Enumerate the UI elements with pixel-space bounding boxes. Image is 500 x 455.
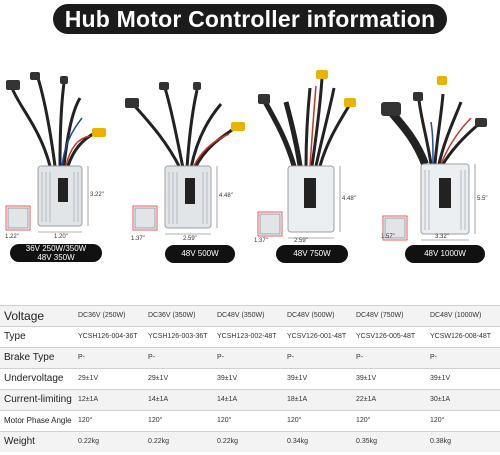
table-row: Type YCSH126-004-36T YCSH126-003-36T YCS… — [0, 326, 500, 347]
product-card: 4.48" 2.59" 1.37" 48V 500W — [125, 38, 250, 268]
table-cell: 29±1V — [78, 375, 99, 382]
row-label: Brake Type — [4, 352, 55, 363]
table-row: Weight 0.22kg 0.22kg 0.22kg 0.34kg 0.35k… — [0, 431, 500, 452]
table-cell: YCSH126-003-36T — [148, 333, 208, 340]
table-row: Voltage DC36V (250W) DC36V (350W) DC48V … — [0, 305, 500, 326]
width-dimension: 3.32" — [435, 234, 449, 240]
table-cell: 22±1A — [356, 396, 377, 403]
height-dimension: 4.48" — [342, 196, 356, 202]
row-label: Undervoltage — [4, 373, 64, 384]
table-cell: P- — [287, 354, 294, 361]
product-label-line1: 36V 250W/350W — [25, 244, 87, 253]
width-dimension: 1.20" — [54, 234, 68, 240]
table-cell: 120° — [287, 417, 302, 424]
table-cell: 120° — [148, 417, 163, 424]
row-label: Motor Phase Angle — [4, 416, 72, 425]
table-cell: P- — [78, 354, 85, 361]
row-label: Voltage — [4, 309, 45, 323]
table-cell: YCSH123-002-48T — [217, 333, 277, 340]
product-card: 4.48" 2.59" 1.37" 48V 750W — [250, 38, 375, 268]
table-cell: 18±1A — [287, 396, 308, 403]
depth-dimension: 1.37" — [254, 238, 268, 244]
spec-table: Voltage DC36V (250W) DC36V (350W) DC48V … — [0, 305, 500, 455]
width-dimension: 2.59" — [294, 238, 308, 244]
controller-image — [381, 76, 487, 241]
table-cell: 0.35kg — [356, 438, 378, 445]
row-label: Weight — [4, 436, 35, 447]
table-cell: DC48V (500W) — [287, 312, 335, 319]
page-title: Hub Motor Controller information — [53, 4, 447, 34]
table-cell: P- — [148, 354, 155, 361]
product-card: 5.5" 3.32" 1.57" 48V 1000W — [375, 38, 500, 268]
table-cell: P- — [356, 354, 363, 361]
table-cell: 120° — [356, 417, 371, 424]
depth-dimension: 1.37" — [131, 236, 145, 242]
controller-image — [257, 70, 356, 239]
product-card: 3.22" 1.20" 1.22" 36V 250W/350W 48V 350W — [0, 38, 125, 268]
table-cell: DC36V (250W) — [78, 312, 126, 319]
table-cell: 0.34kg — [287, 438, 309, 445]
table-cell: 39±1V — [287, 375, 308, 382]
product-label: 48V 750W — [276, 245, 348, 263]
row-label: Current-limiting — [4, 394, 72, 405]
table-cell: 120° — [78, 417, 93, 424]
width-dimension: 2.59" — [183, 236, 197, 242]
row-label: Type — [4, 331, 26, 342]
table-cell: 0.22kg — [217, 438, 239, 445]
table-cell: 29±1V — [148, 375, 169, 382]
height-dimension: 5.5" — [477, 196, 488, 202]
table-row: Undervoltage 29±1V 29±1V 39±1V 39±1V 39±… — [0, 368, 500, 389]
table-cell: 39±1V — [430, 375, 451, 382]
table-cell: YCSV126-001-48T — [287, 333, 347, 340]
table-cell: 0.22kg — [78, 438, 100, 445]
table-cell: P- — [217, 354, 224, 361]
table-cell: 14±1A — [217, 396, 238, 403]
table-row: Current-limiting 12±1A 14±1A 14±1A 18±1A… — [0, 389, 500, 410]
controller-image — [125, 82, 245, 235]
height-dimension: 4.48" — [219, 193, 233, 199]
table-row: Motor Phase Angle 120° 120° 120° 120° 12… — [0, 410, 500, 431]
product-gallery: 3.22" 1.20" 1.22" 36V 250W/350W 48V 350W — [0, 38, 500, 268]
table-cell: 39±1V — [356, 375, 377, 382]
table-cell: YCSH126-004-36T — [78, 333, 138, 340]
depth-dimension: 1.57" — [381, 234, 395, 240]
table-cell: 120° — [430, 417, 445, 424]
table-cell: 30±1A — [430, 396, 451, 403]
table-cell: 12±1A — [78, 396, 99, 403]
table-cell: DC48V (350W) — [217, 312, 265, 319]
product-label: 48V 500W — [165, 245, 235, 263]
table-cell: DC36V (350W) — [148, 312, 196, 319]
depth-dimension: 1.22" — [5, 234, 19, 240]
table-cell: 14±1A — [148, 396, 169, 403]
table-cell: YCSV126-005-48T — [356, 333, 416, 340]
table-cell: 0.38kg — [430, 438, 452, 445]
table-cell: DC48V (1000W) — [430, 312, 482, 319]
product-label: 48V 1000W — [405, 245, 485, 263]
table-cell: P- — [430, 354, 437, 361]
table-row: Brake Type P- P- P- P- P- P- — [0, 347, 500, 368]
height-dimension: 3.22" — [90, 192, 104, 198]
product-label: 36V 250W/350W 48V 350W — [10, 244, 102, 262]
table-cell: DC48V (750W) — [356, 312, 404, 319]
table-cell: 0.22kg — [148, 438, 170, 445]
table-cell: 120° — [217, 417, 232, 424]
product-label-line2: 48V 350W — [37, 253, 75, 262]
controller-image — [5, 72, 106, 233]
table-cell: 39±1V — [217, 375, 238, 382]
table-cell: YCSW126-008-48T — [430, 333, 492, 340]
